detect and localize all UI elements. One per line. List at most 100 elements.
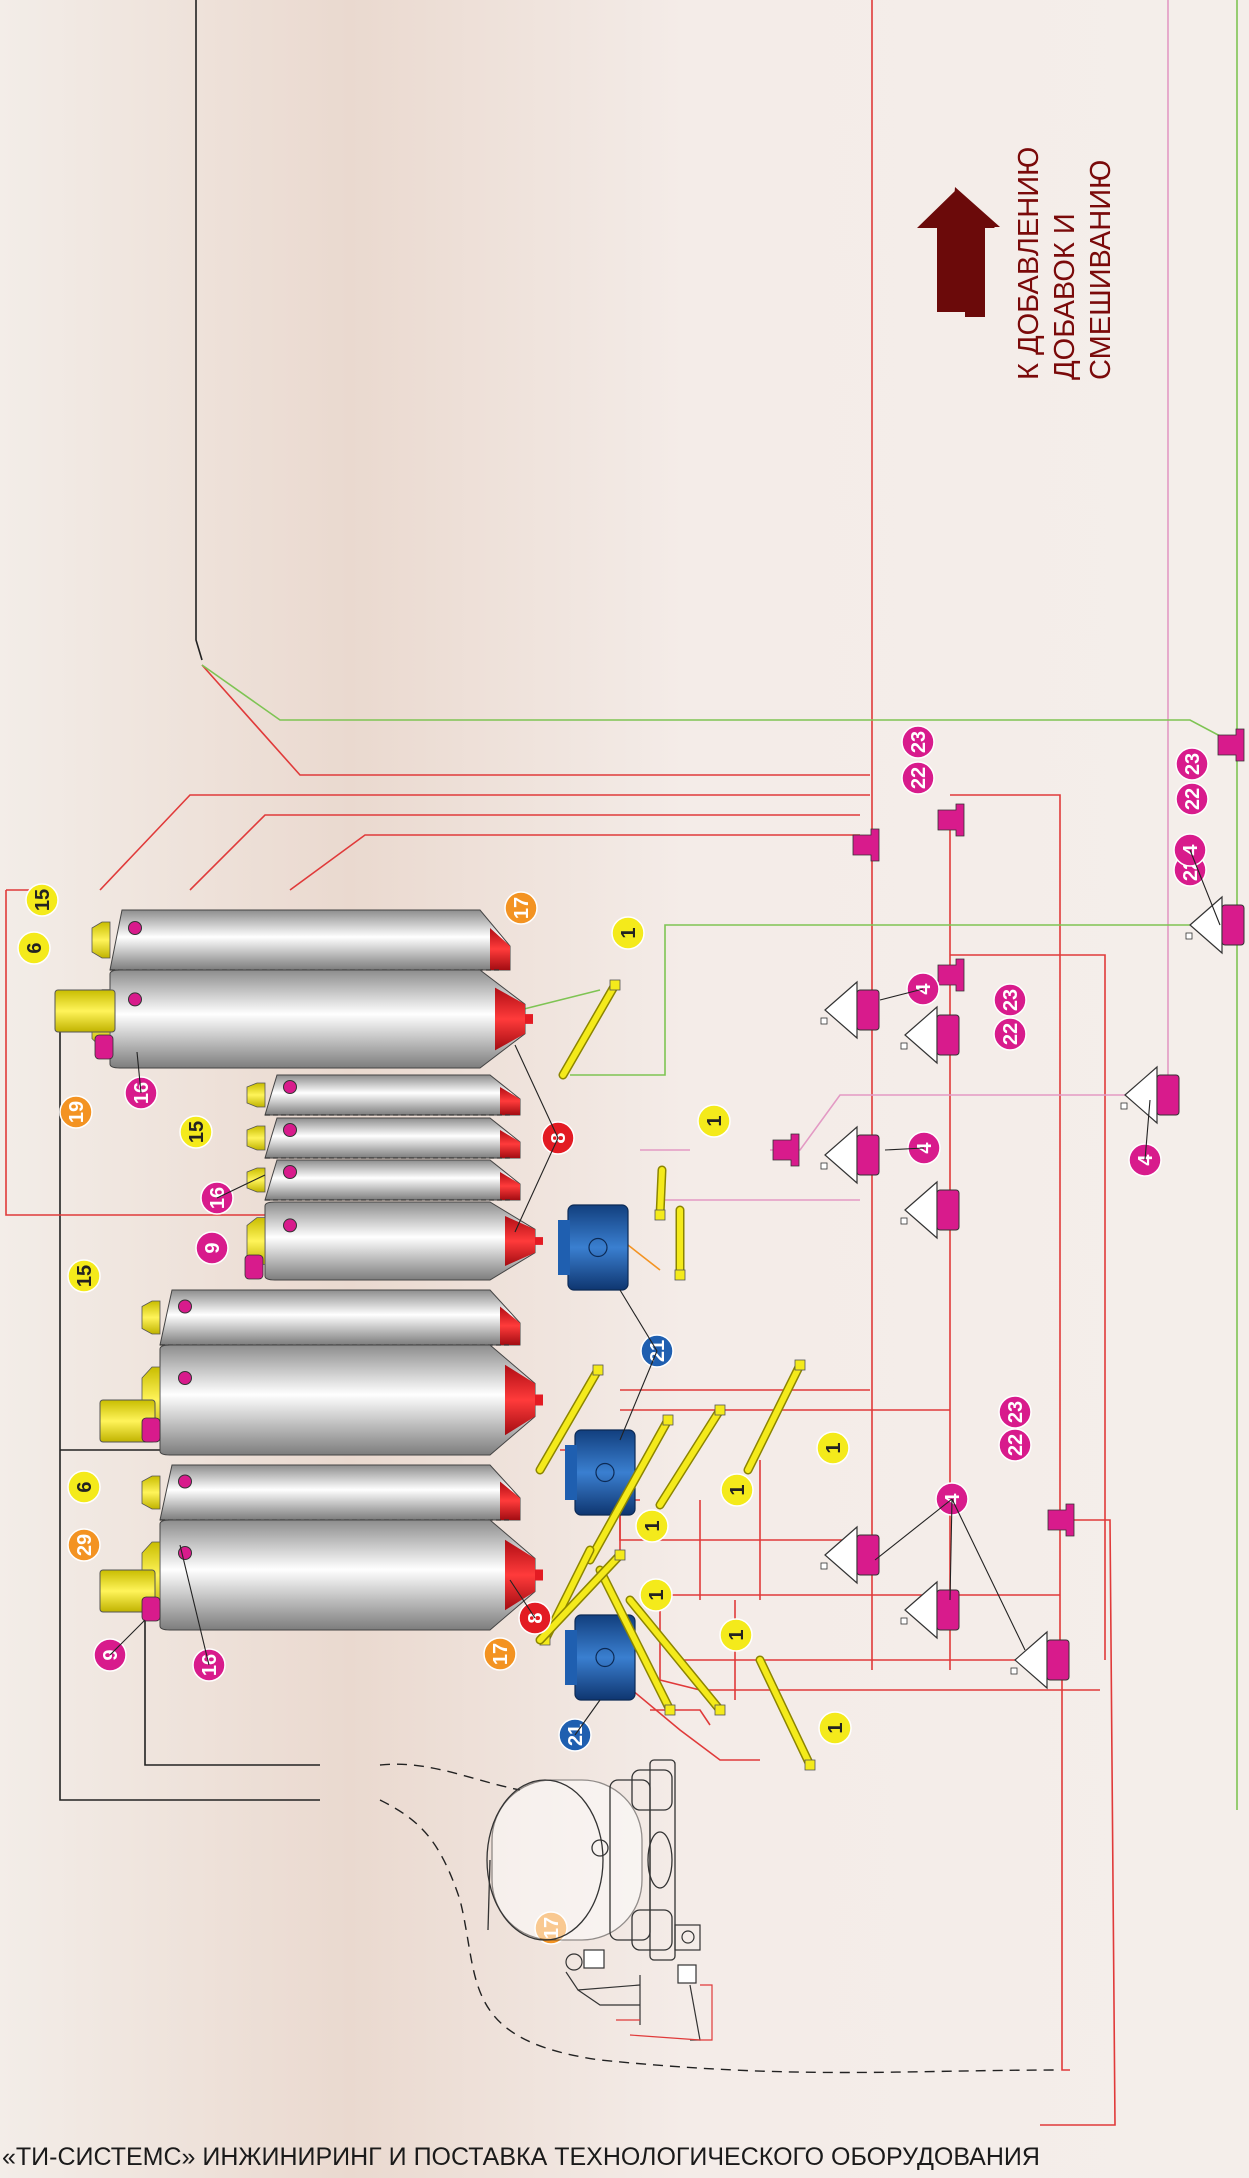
- silo-cone: [500, 1481, 520, 1520]
- screw-conveyor: [558, 979, 621, 1080]
- callout-badge: 22: [998, 1428, 1032, 1462]
- callout-badge-label: 1: [727, 1484, 749, 1495]
- blue-dosing-unit: [558, 1204, 629, 1291]
- level-sensor-dot: [128, 992, 142, 1007]
- callout-badge-circle: [1175, 747, 1209, 781]
- badges: 1561916171815169152116112911916178112117…: [17, 725, 1221, 1945]
- callout-badge: 17: [504, 891, 538, 925]
- direction-caption-line-2: ДОБАВОК И: [1049, 213, 1081, 380]
- direction-caption-line-1: К ДОБАВЛЕНИЮ: [1013, 147, 1045, 380]
- screw-conveyor-tube: [657, 1407, 723, 1508]
- company-footer: «ТИ-СИСТЕМС» ИНЖИНИРИНГ И ПОСТАВКА ТЕХНО…: [2, 2143, 1040, 2171]
- level-sensor-dot: [178, 1299, 192, 1314]
- callout-badge: 1: [697, 1104, 731, 1138]
- callout-badge-label: 22: [1000, 1023, 1022, 1045]
- weigh-hopper: [900, 1180, 960, 1240]
- callout-leader-line: [109, 1619, 146, 1656]
- weigh-hopper: [820, 1525, 880, 1585]
- level-sensor-dot: [178, 1546, 192, 1560]
- callout-badge: 17: [483, 1637, 517, 1671]
- callout-badge-circle: [993, 1017, 1027, 1051]
- silo-body: [264, 1159, 521, 1201]
- equipment: [535, 728, 1245, 1771]
- diverter-valve-body: [937, 803, 965, 837]
- diverter-valve: [937, 958, 965, 992]
- callout-badge-label: 15: [32, 889, 54, 911]
- callout-badge-circle: [611, 916, 645, 950]
- diverter-valve-body: [1217, 728, 1245, 762]
- callout-badge: 23: [1175, 747, 1209, 781]
- screw-conveyor-motor: [714, 1404, 726, 1416]
- callout-badge-circle: [67, 1470, 101, 1504]
- callout-badge-label: 4: [1135, 1154, 1157, 1166]
- silo: [246, 1159, 521, 1201]
- diverter-valve: [1047, 1503, 1075, 1537]
- weigh-hopper-valve: [900, 1617, 908, 1625]
- callout-badge: 22: [1175, 782, 1209, 816]
- callout-badge-circle: [25, 883, 59, 917]
- callout-badge: 23: [998, 1395, 1032, 1429]
- callout-badge-circle: [697, 1104, 731, 1138]
- black-pneumatic-line: [59, 0, 320, 1801]
- screw-conveyor-tube: [560, 982, 618, 1078]
- callout-badge-label: 1: [642, 1520, 664, 1531]
- callout-badge-label: 1: [704, 1115, 726, 1126]
- silo-body: [109, 969, 526, 1069]
- callout-badge-circle: [483, 1637, 517, 1671]
- silo-outlet: [535, 1569, 543, 1581]
- callout-badge-label: 21: [647, 1340, 669, 1362]
- callout-leader-line: [179, 1544, 210, 1666]
- silo: [246, 1117, 521, 1159]
- silo-cone: [505, 1216, 535, 1266]
- weigh-hopper: [1120, 1065, 1180, 1125]
- callout-badge-label: 17: [490, 1643, 512, 1665]
- callout-badge-circle: [901, 725, 935, 759]
- weigh-hopper-cone: [824, 980, 858, 1040]
- callout-badge-circle: [504, 891, 538, 925]
- callout-leader-line: [1144, 1099, 1151, 1161]
- callout-badge-label: 23: [1182, 753, 1204, 775]
- callout-badge-circle: [719, 1618, 753, 1652]
- silo-body: [159, 1289, 521, 1346]
- truck-hose: [379, 1763, 1061, 2074]
- weigh-hopper-cone: [904, 1180, 938, 1240]
- callout-leader-line: [874, 1498, 953, 1561]
- silo: [141, 1289, 521, 1346]
- silo: [91, 969, 533, 1069]
- screw-conveyor-tube: [757, 1657, 813, 1768]
- silo-body: [264, 1117, 521, 1159]
- callout-badge-label: 21: [565, 1724, 587, 1746]
- callout-badge-label: 4: [914, 1142, 936, 1154]
- diverter-valve: [1217, 728, 1245, 762]
- callout-badge: 15: [179, 1115, 213, 1149]
- callout-badge-label: 4: [913, 983, 935, 995]
- screw-conveyor-tube: [537, 1367, 601, 1473]
- callout-badge-label: 9: [202, 1242, 224, 1253]
- diverter-valve: [937, 803, 965, 837]
- silo: [141, 1519, 543, 1631]
- screw-conveyor-tube: [627, 1597, 723, 1713]
- callout-leader-line: [951, 1498, 1026, 1651]
- diverter-valve-body: [772, 1133, 800, 1167]
- callout-badge-label: 15: [186, 1121, 208, 1143]
- callout-badge-circle: [59, 1095, 93, 1129]
- callout-badge-circle: [998, 1428, 1032, 1462]
- diverter-valve-body: [1047, 1503, 1075, 1537]
- callout-badge: 6: [67, 1470, 101, 1504]
- callout-leader-line: [216, 1174, 266, 1199]
- callout-badge: 15: [67, 1259, 101, 1293]
- weigh-hopper-cell: [1046, 1639, 1070, 1681]
- callout-badge-label: 6: [74, 1481, 96, 1492]
- callout-badge: 1: [639, 1578, 673, 1612]
- callout-leader-line: [514, 1137, 559, 1233]
- silo-body: [264, 1201, 536, 1281]
- weigh-hopper-valve: [900, 1042, 908, 1050]
- screw-conveyor-motor: [654, 1209, 666, 1221]
- callout-badge-label: 6: [24, 942, 46, 953]
- callout-badge: 1: [611, 916, 645, 950]
- screw-conveyor: [655, 1404, 726, 1510]
- blue-dosing-flange: [565, 1445, 577, 1500]
- callout-badge-label: 9: [100, 1649, 122, 1660]
- callout-badge: 29: [67, 1528, 101, 1562]
- diverter-valve-body: [852, 828, 880, 862]
